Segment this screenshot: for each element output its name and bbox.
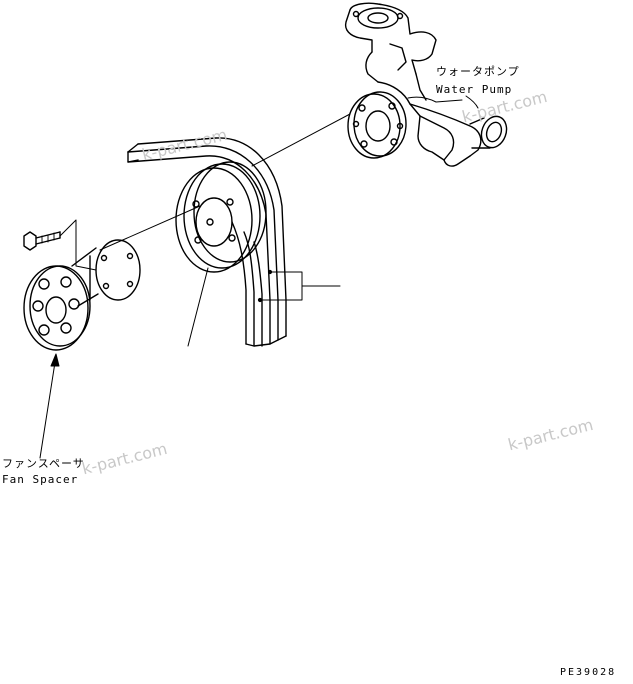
- fan-pulley: [175, 161, 267, 273]
- water-pump-label-en: Water Pump: [436, 83, 513, 96]
- fan-spacer-label-en: Fan Spacer: [2, 473, 79, 486]
- fan-spacer: [23, 239, 141, 351]
- fan-spacer-label-jp: ファンスペーサ: [2, 457, 85, 470]
- callout-lines: [39, 113, 351, 459]
- water-pump: [344, 2, 508, 167]
- drawing-code: PE39028: [560, 667, 617, 678]
- water-pump-label-jp: ウォータポンプ: [436, 65, 520, 78]
- bolt: [23, 231, 61, 251]
